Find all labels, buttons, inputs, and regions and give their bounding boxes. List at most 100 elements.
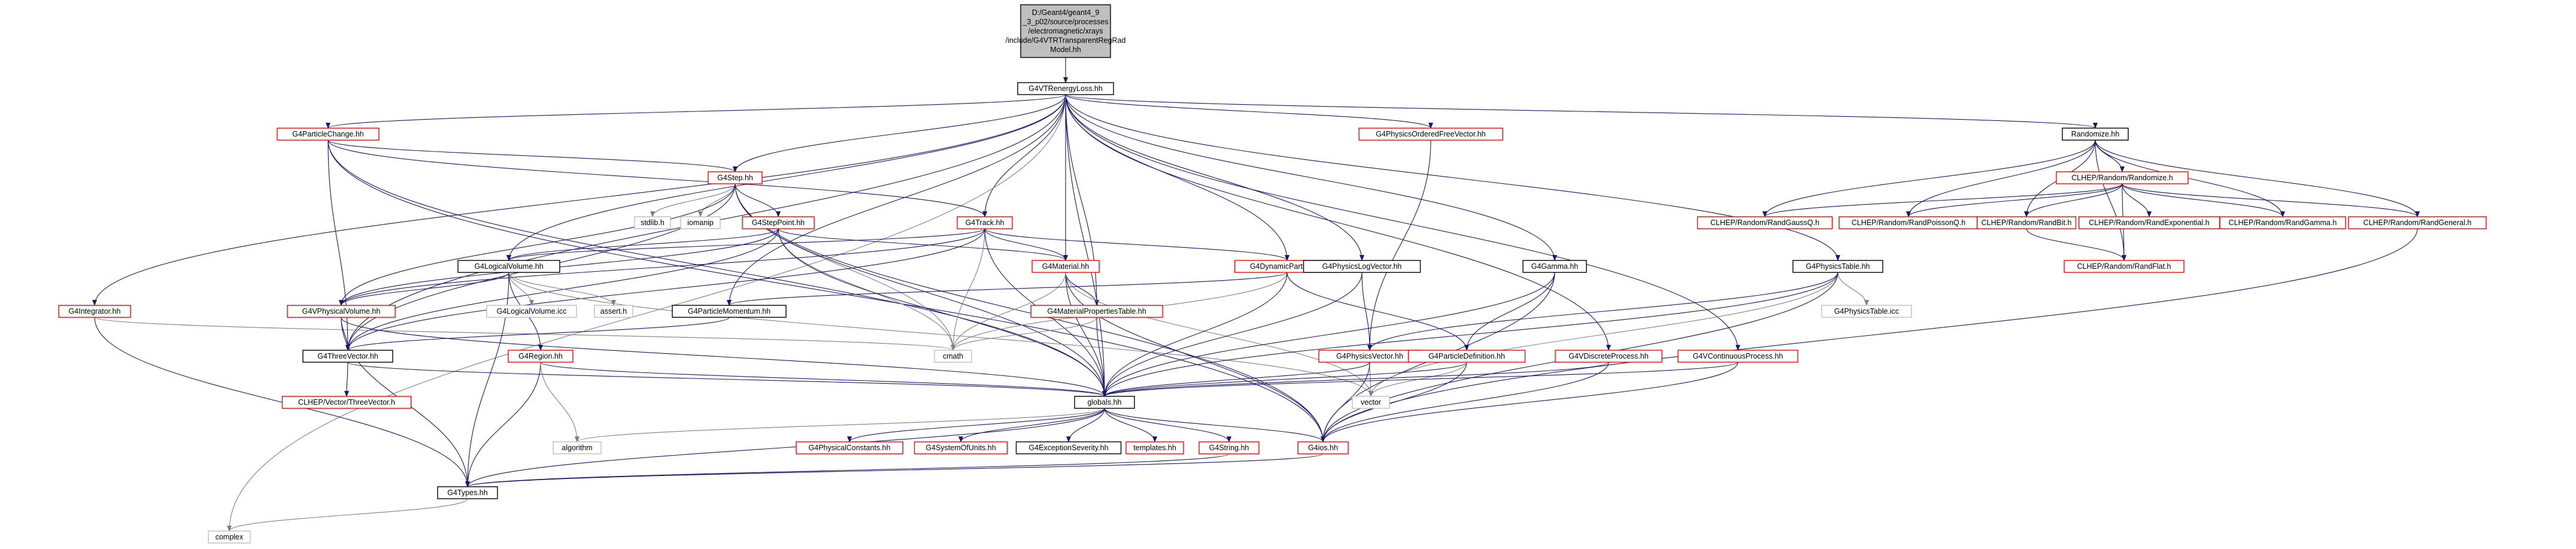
node-box xyxy=(1030,305,1163,318)
node-templates[interactable]: templates.hh xyxy=(1125,441,1184,454)
node-g4track[interactable]: G4Track.hh xyxy=(957,216,1013,229)
node-label: G4MaterialPropertiesTable.hh xyxy=(1047,307,1146,316)
node-g4physicstable[interactable]: G4PhysicsTable.hh xyxy=(1792,260,1883,273)
node-stdlib[interactable]: stdlib.h xyxy=(634,216,671,229)
node-g4systemofunits[interactable]: G4SystemOfUnits.hh xyxy=(914,441,1008,454)
node-label: CLHEP/Random/Randomize.h xyxy=(2071,174,2173,182)
edge-randgeneral-to-g4ios xyxy=(1321,228,2418,442)
edge-g4vtrenergyloss-to-g4integrator xyxy=(92,94,1066,306)
edge-g4particledefinition-to-globals xyxy=(1102,362,1467,397)
node-g4gamma[interactable]: G4Gamma.hh xyxy=(1522,260,1587,273)
edge-globals-to-g4physicalconstants xyxy=(847,408,1105,442)
edge-g4vtrenergyloss-to-g4step xyxy=(733,94,1066,172)
node-box xyxy=(1555,350,1662,363)
edge-g4track-to-g4logicalvolume xyxy=(506,228,985,261)
node-label: G4PhysicsLogVector.hh xyxy=(1322,262,1402,271)
node-g4physicalconstants[interactable]: G4PhysicalConstants.hh xyxy=(796,441,903,454)
node-g4exceptionseverity[interactable]: G4ExceptionSeverity.hh xyxy=(1015,441,1122,454)
edge-g4dynamicparticle-to-globals xyxy=(1102,272,1288,397)
node-g4threevector[interactable]: G4ThreeVector.hh xyxy=(302,350,393,363)
node-box xyxy=(1125,441,1184,454)
node-g4physicslogvector[interactable]: G4PhysicsLogVector.hh xyxy=(1303,260,1421,273)
node-g4steppoint[interactable]: G4StepPoint.hh xyxy=(742,216,815,229)
edge-g4vtrenergyloss-to-g4particlechange xyxy=(326,94,1066,129)
node-g4materialpropertiestable[interactable]: G4MaterialPropertiesTable.hh xyxy=(1030,305,1163,318)
node-randgeneral[interactable]: CLHEP/Random/RandGeneral.h xyxy=(2348,216,2487,229)
node-vector[interactable]: vector xyxy=(1352,396,1390,409)
node-g4vphysicalvolume[interactable]: G4VPhysicalVolume.hh xyxy=(287,305,396,318)
node-complex[interactable]: complex xyxy=(208,530,251,544)
node-box xyxy=(1522,260,1587,273)
node-g4integrator[interactable]: G4Integrator.hh xyxy=(58,305,131,318)
node-label: stdlib.h xyxy=(641,219,665,227)
node-g4particlemomentum[interactable]: G4ParticleMomentum.hh xyxy=(672,305,787,318)
node-randflat[interactable]: CLHEP/Random/RandFlat.h xyxy=(2064,260,2184,273)
node-label: CLHEP/Random/RandGamma.h xyxy=(2229,219,2337,227)
node-box xyxy=(1074,396,1135,409)
node-root: D:/Geant4/geant4_9_3_p02/source/processe… xyxy=(1006,4,1126,58)
node-clhep-vectorthreevector[interactable]: CLHEP/Vector/ThreeVector.h xyxy=(281,396,412,409)
node-randomize[interactable]: Randomize.hh xyxy=(2062,128,2129,141)
node-g4physicsorderedfreevector[interactable]: G4PhysicsOrderedFreeVector.hh xyxy=(1358,128,1503,141)
node-box xyxy=(302,350,393,363)
edge-g4material-to-g4materialpropertiestable xyxy=(1065,272,1099,306)
edge-g4vtrenergyloss-to-globals xyxy=(1065,94,1107,397)
node-label: G4PhysicsVector.hh xyxy=(1336,352,1403,360)
edge-g4dynamicparticle-to-g4particlemomentum xyxy=(727,272,1288,306)
node-randgamma[interactable]: CLHEP/Random/RandGamma.h xyxy=(2219,216,2346,229)
node-g4step[interactable]: G4Step.hh xyxy=(708,171,763,184)
edge-g4vtrenergyloss-to-g4particlemomentum xyxy=(727,94,1066,306)
node-g4physicsvector[interactable]: G4PhysicsVector.hh xyxy=(1318,350,1421,363)
node-label: CLHEP/Random/RandPoissonQ.h xyxy=(1852,219,1965,227)
node-globals[interactable]: globals.hh xyxy=(1074,396,1135,409)
edge-clhep-randomize-to-randexponential xyxy=(2122,183,2152,217)
node-randgauss[interactable]: CLHEP/Random/RandGaussQ.h xyxy=(1697,216,1833,229)
node-g4region[interactable]: G4Region.hh xyxy=(508,350,574,363)
node-label: G4LogicalVolume.icc xyxy=(497,307,567,316)
node-box xyxy=(934,350,972,363)
node-label: G4VTRenergyLoss.hh xyxy=(1028,84,1103,93)
node-g4string[interactable]: G4String.hh xyxy=(1199,441,1260,454)
node-clhep-randomize[interactable]: CLHEP/Random/Randomize.h xyxy=(2056,171,2189,184)
node-g4ios[interactable]: G4ios.hh xyxy=(1297,441,1349,454)
edge-g4particlechange-to-g4step xyxy=(327,139,738,172)
edge-g4string-to-g4types xyxy=(465,453,1230,487)
node-g4vdiscreteprocess[interactable]: G4VDiscreteProcess.hh xyxy=(1555,350,1662,363)
node-iomanip[interactable]: iomanip xyxy=(680,216,721,229)
node-box xyxy=(957,216,1013,229)
root-label-line: /include/G4VTRTransparentRegRad xyxy=(1006,37,1126,45)
edge-globals-to-algorithm xyxy=(575,408,1105,442)
node-g4vcontinuousprocess[interactable]: G4VContinuousProcess.hh xyxy=(1677,350,1798,363)
node-g4vtrenergyloss[interactable]: G4VTRenergyLoss.hh xyxy=(1017,82,1114,95)
root-label-line: _3_p02/source/processes xyxy=(1022,18,1108,26)
edge-randomize-to-randpoisson xyxy=(1906,139,2096,217)
node-assert[interactable]: assert.h xyxy=(594,305,633,318)
node-g4material[interactable]: G4Material.hh xyxy=(1031,260,1100,273)
edge-globals-to-g4ios xyxy=(1104,408,1325,442)
node-box xyxy=(708,171,763,184)
node-g4logicalvolume-icc[interactable]: G4LogicalVolume.icc xyxy=(486,305,577,318)
node-g4particlechange[interactable]: G4ParticleChange.hh xyxy=(277,128,380,141)
edge-g4integrator-to-g4types xyxy=(94,317,470,487)
node-g4physicstable-icc[interactable]: G4PhysicsTable.icc xyxy=(1821,305,1912,318)
edge-g4logicalvolume-to-g4types xyxy=(465,272,509,487)
edge-g4dynamicparticle-to-g4particledefinition xyxy=(1287,272,1469,351)
node-cmath[interactable]: cmath xyxy=(934,350,972,363)
node-label: G4PhysicsOrderedFreeVector.hh xyxy=(1376,130,1485,138)
edge-g4physicslogvector-to-g4physicsvector xyxy=(1361,272,1372,351)
edge-g4vtrenergyloss-to-g4materialpropertiestable xyxy=(1065,94,1099,306)
node-g4particledefinition[interactable]: G4ParticleDefinition.hh xyxy=(1407,350,1526,363)
node-algorithm[interactable]: algorithm xyxy=(553,441,602,454)
node-label: G4Gamma.hh xyxy=(1531,262,1579,271)
edge-globals-to-g4string xyxy=(1104,408,1231,442)
edge-g4physicstable-to-globals xyxy=(1102,272,1838,397)
node-label: G4ParticleDefinition.hh xyxy=(1428,352,1505,360)
edge-globals-to-templates xyxy=(1104,408,1157,442)
node-randexponential[interactable]: CLHEP/Random/RandExponential.h xyxy=(2078,216,2220,229)
edge-randomize-to-randgeneral xyxy=(2095,139,2420,217)
node-g4logicalvolume[interactable]: G4LogicalVolume.hh xyxy=(457,260,560,273)
edge-g4steppoint-to-g4logicalvolume xyxy=(506,228,779,261)
node-randpoisson[interactable]: CLHEP/Random/RandPoissonQ.h xyxy=(1838,216,1979,229)
node-randbit[interactable]: CLHEP/Random/RandBit.h xyxy=(1976,216,2077,229)
node-g4types[interactable]: G4Types.hh xyxy=(437,486,498,499)
